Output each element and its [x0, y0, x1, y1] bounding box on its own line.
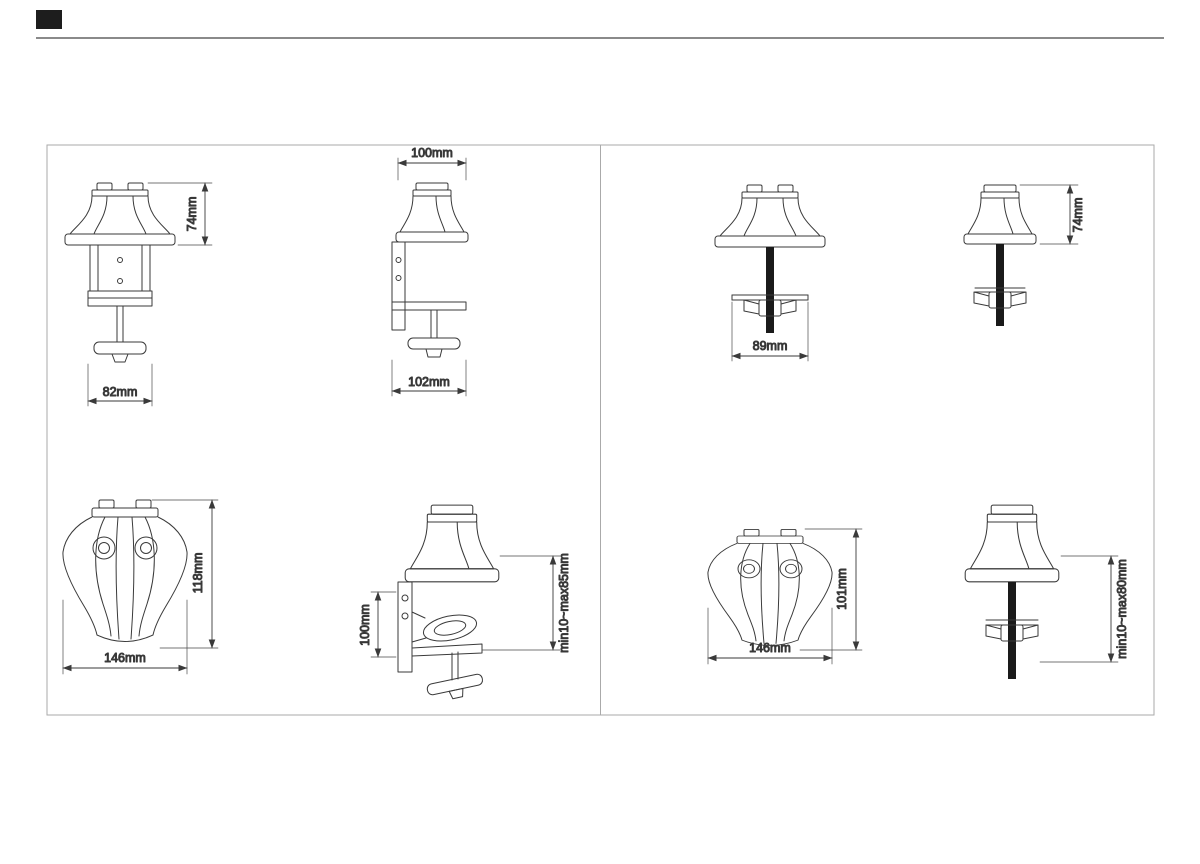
dim-clamp-side-width: 102mm [391, 359, 467, 397]
clamp-side-view [391, 182, 469, 358]
bell-side-large [964, 504, 1060, 583]
dim-label-100mm-bracket: 100mm [358, 604, 372, 646]
dim-label-min10-max85: min10~max85mm [557, 553, 571, 653]
base-front-view-right [707, 528, 833, 646]
clamp-side-detail-view [397, 504, 500, 700]
dim-label-74mm-clamp: 74mm [185, 197, 199, 232]
dim-label-146mm-left: 146mm [104, 651, 146, 665]
dim-clamp-bracket-height: 100mm [358, 591, 397, 658]
dim-base-right-height: 101mm [799, 528, 863, 651]
left-panel: 74mm 82mm 100mm [62, 146, 572, 700]
dim-clamp-front-height: 74mm [147, 182, 213, 246]
grommet-rod-front [731, 247, 809, 333]
dim-label-146mm-right: 146mm [749, 641, 791, 655]
dim-base-right-width: 146mm [707, 607, 833, 665]
dim-clamp-front-width: 82mm [87, 363, 153, 407]
dim-label-101mm: 101mm [835, 568, 849, 610]
clamp-lower-side [391, 241, 467, 358]
threaded-rod [996, 244, 1004, 326]
clamp-bracket-detail [397, 581, 483, 700]
grommet-side-view [963, 184, 1037, 326]
base-body [62, 499, 188, 642]
bell-front [714, 184, 826, 248]
bell-front [64, 182, 176, 246]
bell-side-large [404, 504, 500, 583]
dim-label-118mm: 118mm [191, 553, 205, 594]
dim-label-100mm-top: 100mm [411, 146, 453, 160]
grommet-rod-detail [985, 582, 1039, 679]
dim-grommet-side-height: 74mm [1019, 184, 1086, 245]
grommet-front-view [714, 184, 826, 333]
right-panel: 89mm 74mm 101mm [707, 184, 1130, 679]
base-body [707, 528, 833, 646]
bell-side [963, 184, 1037, 245]
dim-base-left-height: 118mm [151, 499, 219, 649]
dim-base-left-width: 146mm [62, 599, 188, 675]
threaded-rod [766, 247, 774, 333]
dim-label-min10-max80: min10~max80mm [1115, 559, 1129, 659]
clamp-knob [426, 673, 483, 700]
dim-grommet-plate-width: 89mm [731, 301, 809, 362]
dim-clamp-range: min10~max85mm [481, 553, 572, 653]
dim-grommet-range: min10~max80mm [1039, 555, 1130, 663]
dim-label-74mm-grommet: 74mm [1071, 198, 1085, 233]
clamp-knob [407, 337, 461, 350]
base-front-view-left [62, 499, 188, 642]
grommet-side-detail-view [964, 504, 1060, 679]
dim-label-89mm: 89mm [753, 339, 788, 353]
dim-label-102mm: 102mm [408, 375, 450, 389]
clamp-knob [93, 341, 147, 355]
dim-label-82mm: 82mm [103, 385, 138, 399]
clamp-lower-front [87, 244, 153, 363]
dim-clamp-side-depth: 100mm [397, 146, 467, 181]
bell-side [395, 182, 469, 243]
grommet-rod-side [973, 244, 1027, 326]
logo-block [36, 10, 62, 29]
threaded-rod [1008, 582, 1016, 679]
clamp-front-view [64, 182, 176, 363]
